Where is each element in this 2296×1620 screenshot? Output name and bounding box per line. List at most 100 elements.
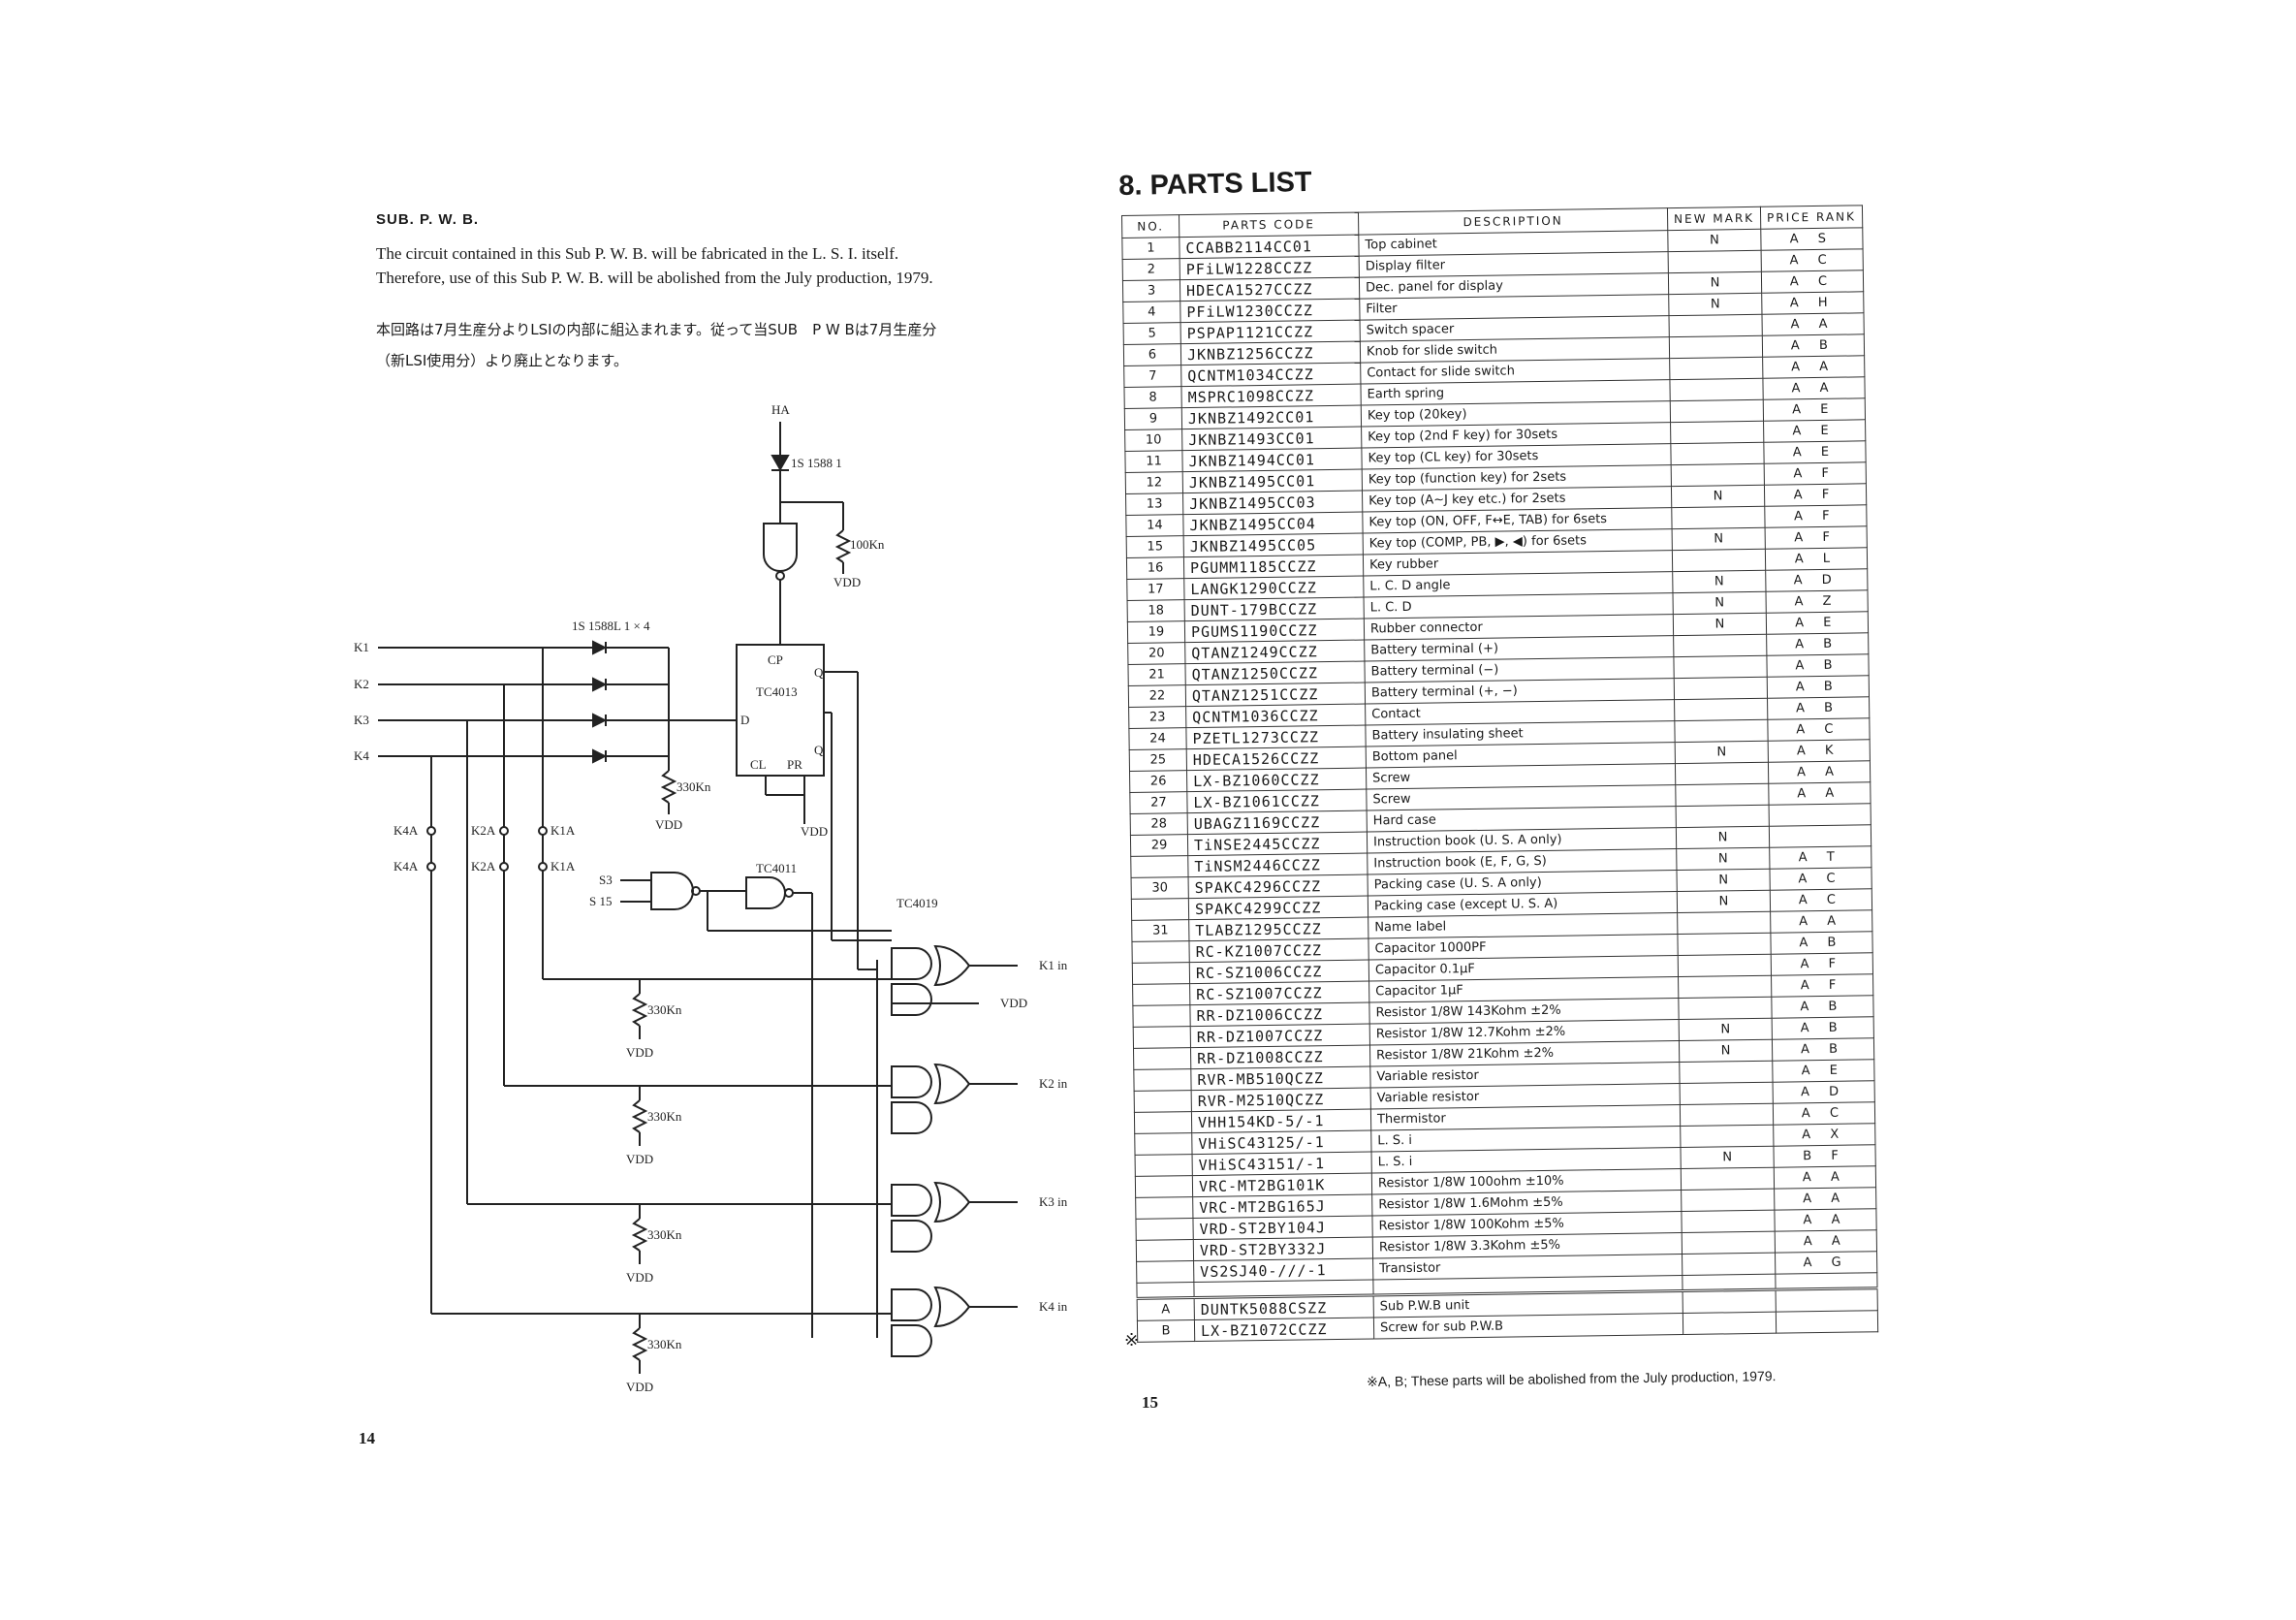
part-price-rank: A E <box>1772 1059 1874 1083</box>
part-code: LX-BZ1072CCZZ <box>1194 1317 1374 1342</box>
part-new-mark <box>1674 698 1768 721</box>
part-new-mark: N <box>1672 570 1767 593</box>
label-diode-top: 1S 1588 1 <box>791 456 842 470</box>
part-price-rank: A F <box>1764 504 1867 528</box>
parts-list-container: NO. PARTS CODE DESCRIPTION NEW MARK PRIC… <box>1121 205 1878 1343</box>
part-code: JKNBZ1256CCZZ <box>1180 341 1361 365</box>
label-tc4019: TC4019 <box>896 896 938 910</box>
part-code: TiNSM2446CCZZ <box>1187 853 1368 877</box>
label-ff: TC4013 <box>756 684 798 699</box>
part-code: RC-KZ1007CCZZ <box>1188 938 1369 963</box>
part-new-mark <box>1669 335 1763 359</box>
part-price-rank: A L <box>1765 547 1868 571</box>
part-code: RR-DZ1006CCZZ <box>1189 1002 1370 1027</box>
part-no: 31 <box>1131 919 1189 942</box>
part-price-rank: A A <box>1774 1208 1877 1232</box>
part-new-mark: N <box>1673 613 1767 636</box>
part-price-rank: A S <box>1760 227 1863 251</box>
header-parts-code: PARTS CODE <box>1179 212 1359 238</box>
part-new-mark <box>1679 1061 1774 1084</box>
sub-pwb-heading: SUB. P. W. B. <box>376 211 480 228</box>
part-new-mark: N <box>1679 1039 1773 1063</box>
label-diode-bank: 1S 1588L 1 × 4 <box>572 619 650 633</box>
label-q: Q <box>814 665 824 680</box>
part-price-rank: A B <box>1767 696 1870 720</box>
part-new-mark <box>1683 1312 1777 1335</box>
label-cl: CL <box>750 757 767 772</box>
label-r-top: 100Kn <box>850 537 885 552</box>
part-no <box>1134 1090 1192 1113</box>
part-no <box>1132 983 1190 1006</box>
part-code: RC-SZ1007CCZZ <box>1189 981 1369 1005</box>
part-no: 23 <box>1128 706 1186 729</box>
part-price-rank: A B <box>1770 931 1873 955</box>
part-new-mark <box>1669 314 1763 337</box>
label-s3: S3 <box>599 873 613 887</box>
part-new-mark: N <box>1679 1018 1773 1041</box>
label-k1a-2: K1A <box>550 859 576 874</box>
part-price-rank: A C <box>1761 270 1864 294</box>
sub-pwb-schematic: HA 1S 1588 1 100Kn VDD 1S 1588L 1 × 4 K1… <box>354 402 1068 1394</box>
part-no: 29 <box>1130 834 1188 857</box>
spacer-cell <box>1136 1282 1195 1299</box>
part-new-mark <box>1680 1125 1774 1148</box>
note-en-line-1: The circuit contained in this Sub P. W. … <box>376 244 899 263</box>
part-price-rank: A E <box>1763 397 1866 422</box>
part-price-rank: A D <box>1765 568 1868 592</box>
part-no: 8 <box>1123 386 1182 409</box>
note-jp-line-1: 本回路は7月生産分よりLSIの内部に組込まれます。従って当SUB P W Bは7… <box>376 321 937 338</box>
part-price-rank: A F <box>1764 461 1867 486</box>
part-price-rank: A E <box>1766 611 1869 635</box>
part-no: 13 <box>1125 492 1183 516</box>
part-no <box>1131 940 1190 964</box>
part-price-rank: A F <box>1771 973 1873 998</box>
part-price-rank: A B <box>1772 1016 1874 1040</box>
part-new-mark: N <box>1671 485 1765 508</box>
label-k4: K4 <box>354 748 369 763</box>
part-new-mark: N <box>1676 869 1771 892</box>
part-no: 9 <box>1124 407 1182 430</box>
part-new-mark <box>1672 549 1766 572</box>
part-new-mark <box>1680 1082 1774 1105</box>
part-code: VRC-MT2BG165J <box>1192 1193 1372 1219</box>
part-new-mark <box>1678 997 1773 1020</box>
part-no: 11 <box>1124 450 1183 473</box>
spacer-cell <box>1682 1274 1777 1291</box>
part-price-rank: A A <box>1774 1165 1876 1190</box>
label-vdd-2: VDD <box>801 824 828 839</box>
parts-list-footnote: ※A, B; These parts will be abolished fro… <box>1367 1368 1777 1389</box>
label-k4a-2: K4A <box>393 859 419 874</box>
part-new-mark <box>1675 762 1769 785</box>
part-price-rank: A C <box>1770 888 1872 912</box>
label-r330-5: 330Kn <box>647 1337 682 1351</box>
part-new-mark: N <box>1668 293 1763 316</box>
part-new-mark <box>1680 1103 1774 1127</box>
part-code: JKNBZ1495CC05 <box>1183 533 1364 557</box>
part-no: 27 <box>1129 791 1188 814</box>
part-no: 1 <box>1121 237 1180 260</box>
part-no: 4 <box>1122 301 1181 324</box>
part-no <box>1135 1218 1194 1241</box>
part-code: JKNBZ1495CC01 <box>1182 469 1363 493</box>
part-no <box>1135 1154 1193 1177</box>
sub-pwb-note-en: The circuit contained in this Sub P. W. … <box>376 241 1054 290</box>
label-k2a-1: K2A <box>471 823 496 838</box>
part-no: 12 <box>1125 471 1183 494</box>
part-code: PFiLW1230CCZZ <box>1179 299 1361 323</box>
part-no: 18 <box>1127 599 1185 622</box>
part-code: RR-DZ1008CCZZ <box>1190 1045 1370 1069</box>
part-no: 30 <box>1131 876 1189 900</box>
part-new-mark: N <box>1677 890 1771 913</box>
label-r330-1: 330Kn <box>676 779 711 794</box>
part-code: PSPAP1121CCZZ <box>1180 320 1361 344</box>
part-no <box>1133 1068 1192 1092</box>
part-price-rank: A C <box>1761 248 1864 272</box>
label-k3-in: K3 in <box>1039 1194 1068 1209</box>
label-k1-in: K1 in <box>1039 958 1068 972</box>
page-number-left: 14 <box>359 1429 375 1447</box>
label-vdd-7: VDD <box>626 1380 653 1394</box>
part-new-mark <box>1682 1253 1776 1276</box>
part-code: QCNTM1034CCZZ <box>1180 363 1361 387</box>
part-code: QCNTM1036CCZZ <box>1185 704 1366 728</box>
part-no: 19 <box>1127 620 1185 644</box>
